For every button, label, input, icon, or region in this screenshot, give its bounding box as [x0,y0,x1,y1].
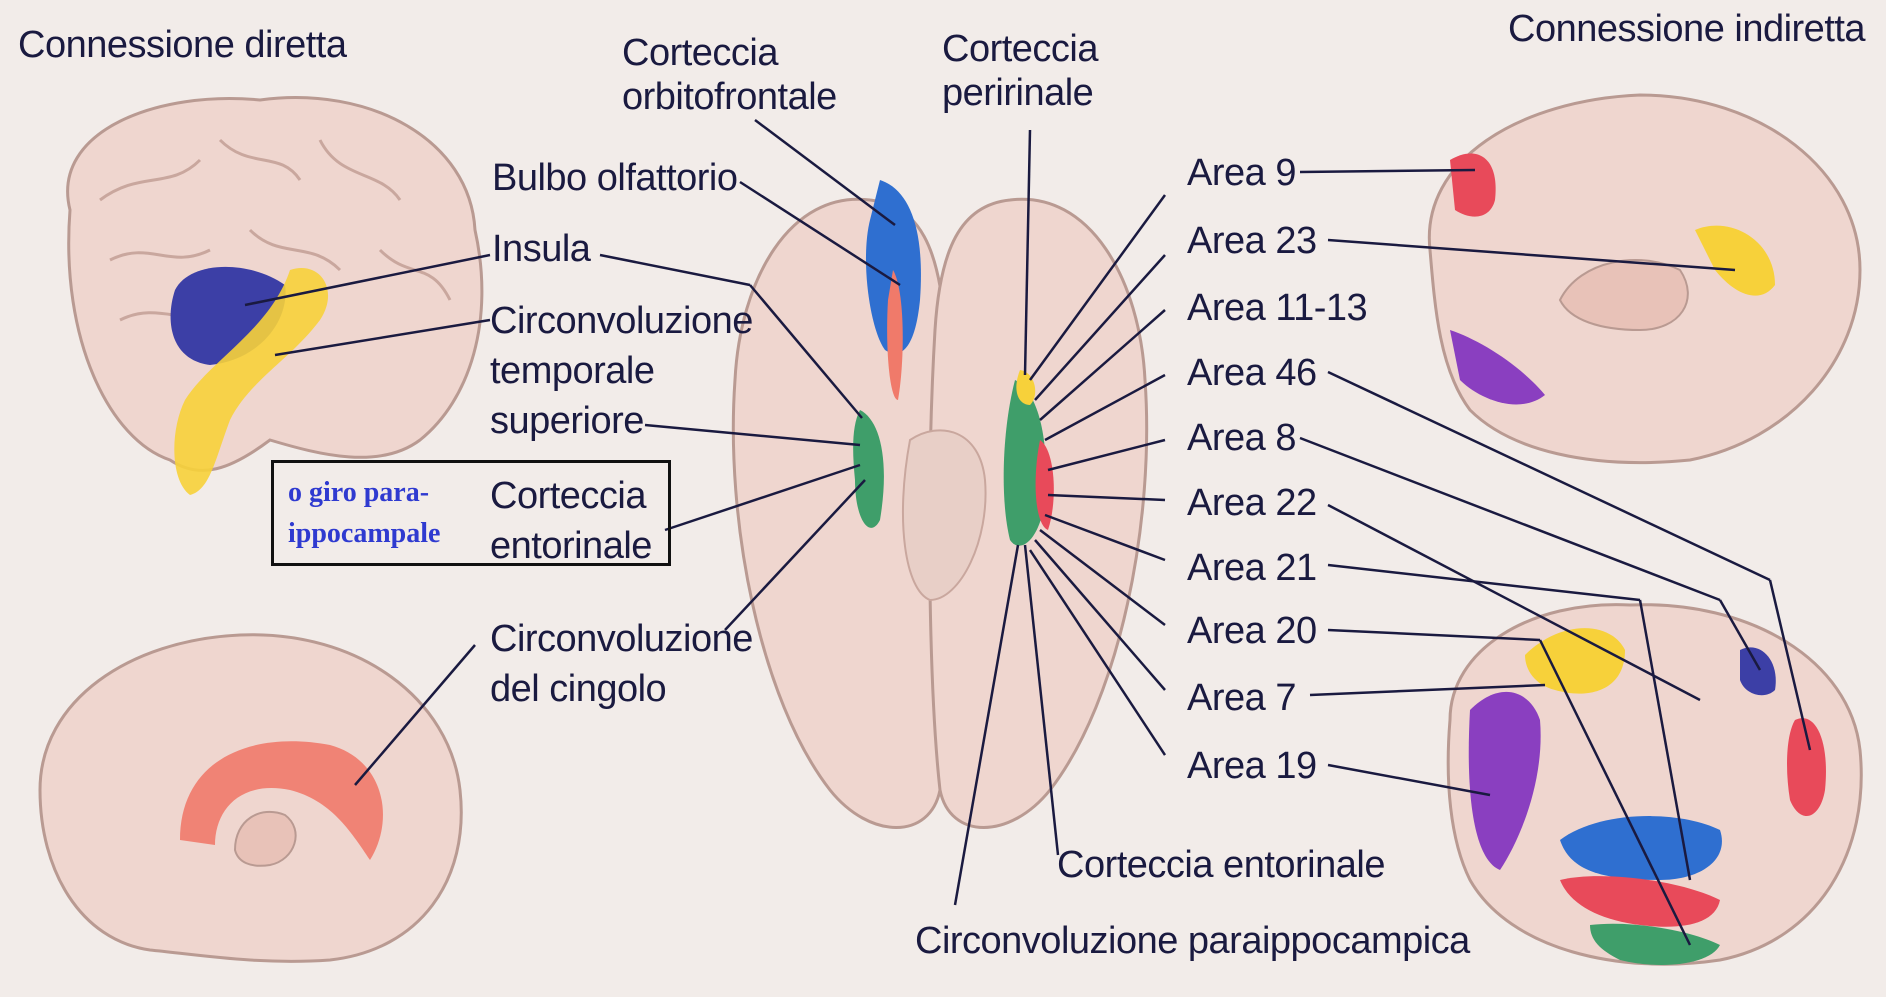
callout-note: o giro para-ippocampale [288,472,478,554]
label-area-9: Area 9 [1187,150,1296,196]
brain-bottom-right [1448,605,1861,965]
area-9-region [1450,153,1496,216]
brain-center [733,180,1146,828]
brain-bottom-left [40,635,461,962]
label-area-19: Area 19 [1187,743,1317,789]
brain-top-right [1429,95,1860,463]
label-area-23: Area 23 [1187,218,1317,264]
label-perirhinal-line1: Corteccia [942,26,1098,72]
label-perirhinal-line2: peririnale [942,70,1093,116]
label-superior-temporal-line3: superiore [490,398,644,444]
label-orbitofrontal-line2: orbitofrontale [622,74,837,120]
label-insula: Insula [492,226,590,272]
label-olfactory-bulb: Bulbo olfattorio [492,155,738,201]
label-cingulate-line2: del cingolo [490,666,666,712]
label-superior-temporal-line2: temporale [490,348,654,394]
label-cingulate-line1: Circonvoluzione [490,616,753,662]
label-entorhinal-bottom: Corteccia entorinale [1057,842,1385,888]
label-orbitofrontal-line1: Corteccia [622,30,778,76]
label-superior-temporal-line1: Circonvoluzione [490,298,753,344]
brain-top-left [68,98,482,495]
heading-direct-connection: Connessione diretta [18,22,347,68]
label-area-11-13: Area 11-13 [1187,285,1367,331]
label-area-46: Area 46 [1187,350,1317,396]
label-area-21: Area 21 [1187,545,1317,591]
label-area-22: Area 22 [1187,480,1317,526]
label-area-7: Area 7 [1187,675,1296,721]
heading-indirect-connection: Connessione indiretta [1508,6,1865,52]
label-area-20: Area 20 [1187,608,1317,654]
label-area-8: Area 8 [1187,415,1296,461]
label-parahippocampal: Circonvoluzione paraippocampica [915,918,1470,964]
